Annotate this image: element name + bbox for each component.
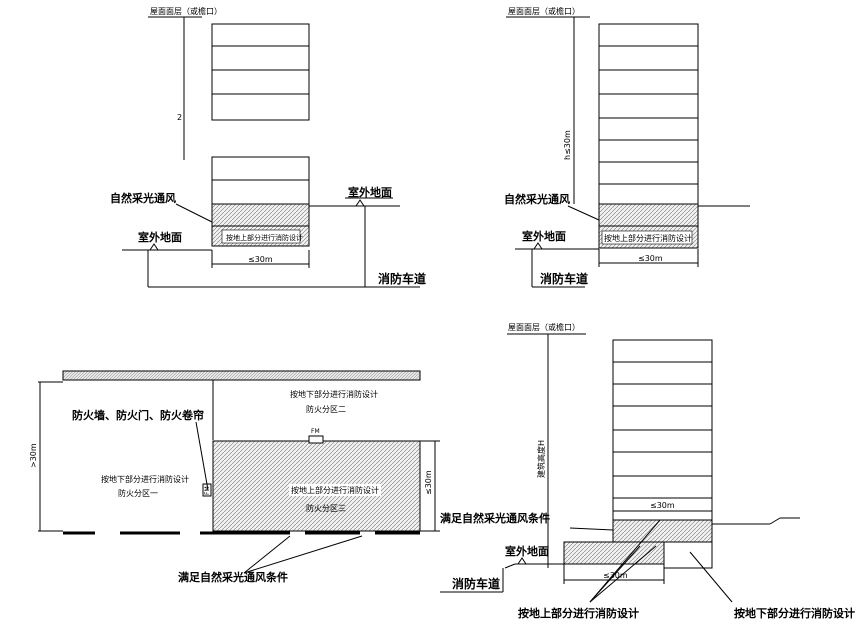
underground-design: 按地下部分进行消防设计	[734, 606, 855, 620]
outdoor-ground-label: 室外地面	[522, 229, 566, 243]
underground-part	[663, 541, 713, 569]
width-label: ≤30m	[638, 254, 663, 263]
height-label: 建筑高度H	[536, 440, 546, 478]
outdoor-ground-left: 室外地面	[138, 230, 182, 244]
roof-label: 屋面面层（或檐口）	[150, 6, 222, 16]
above-ground-design: 按地上部分进行消防设计	[518, 606, 639, 620]
right-dim: ≤30m	[424, 470, 433, 495]
hatched-floor	[211, 203, 310, 227]
fm-left: FM	[204, 486, 211, 495]
zone3-note: 按地上部分进行消防设计	[291, 485, 379, 495]
natural-light-condition: 满足自然采光通风条件	[440, 511, 550, 525]
zone2-label: 防火分区二	[306, 404, 346, 414]
fire-wall-label: 防火墙、防火门、防火卷帘	[72, 408, 204, 422]
podium-hatched	[563, 541, 665, 565]
upper-building	[211, 23, 310, 121]
basement-note: 按地上部分进行消防设计	[226, 233, 303, 242]
fire-lane-label: 消防车道	[378, 271, 426, 286]
diagram-d: 屋面面层（或檐口） 建筑高度H ≤30m 满足自然采光通风条件 室外地面 ≤30…	[440, 322, 855, 620]
natural-light-condition: 满足自然采光通风条件	[178, 570, 288, 584]
fire-lane-label: 消防车道	[540, 271, 588, 286]
roof-label: 屋面面层（或檐口）	[508, 322, 580, 332]
diagram-c: >30m FM FM ≤30m 按地下部分进行消防设计 防火分区一 按地下部分进…	[29, 370, 440, 584]
outdoor-ground-label: 室外地面	[505, 544, 549, 558]
height-mark: 2	[177, 113, 182, 122]
diagram-a: 屋面面层（或檐口） 2 按地上部分进行消防设计 自然采光通风 室外地面 室外地面…	[110, 6, 426, 288]
top-wall	[62, 370, 421, 381]
hatched-floor	[612, 519, 713, 543]
basement-note: 按地上部分进行消防设计	[604, 233, 692, 243]
zone1-note: 按地下部分进行消防设计	[101, 474, 189, 484]
width-label: ≤30m	[603, 571, 628, 580]
roof-label: 屋面面层（或檐口）	[508, 6, 580, 16]
left-dim: >30m	[29, 443, 38, 468]
natural-light-label: 自然采光通风	[504, 192, 570, 206]
tower	[598, 23, 699, 205]
fire-lane-label: 消防车道	[452, 576, 500, 591]
inner-width-label: ≤30m	[650, 501, 675, 510]
width-label: ≤30m	[248, 255, 273, 264]
outdoor-ground-right: 室外地面	[348, 185, 392, 199]
height-label: h≤30m	[563, 130, 572, 160]
zone2-note: 按地下部分进行消防设计	[290, 389, 378, 399]
fm-top: FM	[311, 428, 320, 435]
natural-light-label: 自然采光通风	[110, 191, 176, 205]
hatched-floor	[598, 203, 699, 227]
zone3-label: 防火分区三	[306, 503, 346, 513]
zone1-label: 防火分区一	[118, 488, 158, 498]
fm-door-top	[308, 435, 324, 444]
diagram-b: 屋面面层（或檐口） h≤30m 按地上部分进行消防设计 自然采光通风 室外地面 …	[504, 6, 750, 288]
